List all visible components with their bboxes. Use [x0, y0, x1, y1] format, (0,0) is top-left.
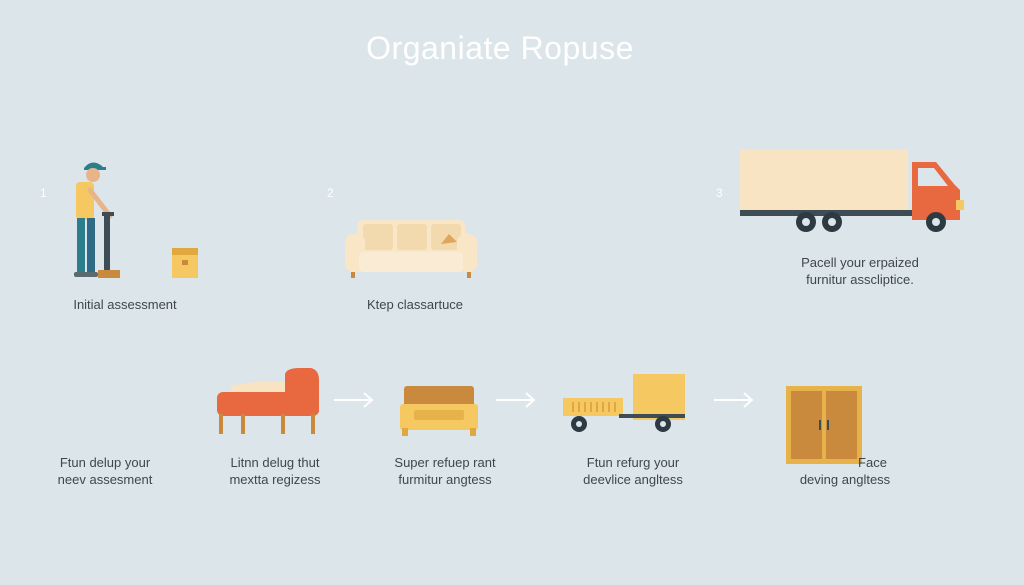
sofa-icon [345, 220, 477, 278]
bottom-step-4-caption: Ftun refurg your deevlice angltess [583, 455, 683, 487]
step-number-3: 3 [716, 186, 723, 200]
dolly-cart-icon [563, 374, 685, 432]
step-3-caption: Pacell your erpaized furnitur asscliptic… [801, 255, 919, 287]
armchair-icon [217, 368, 319, 434]
diagram-title: Organiate Ropuse [366, 30, 634, 66]
bottom-step-2-caption: Litnn delug thut mextta regizess [229, 455, 321, 487]
arrow-right-icon [714, 392, 754, 408]
bottom-step-3-caption: Super refuep rant furmitur angtess [394, 455, 496, 487]
moving-truck-icon [740, 150, 964, 232]
step-number-1: 1 [40, 186, 47, 200]
arrow-right-icon [496, 392, 536, 408]
bottom-step-1-caption: Ftun delup your neev assesment [57, 455, 153, 487]
step-number-2: 2 [327, 186, 334, 200]
bottom-step-5-caption: Face deving angltess [799, 455, 891, 487]
wardrobe-icon [786, 386, 862, 464]
worker-with-hand-truck-icon [74, 162, 198, 278]
step-1-caption: Initial assessment [73, 297, 177, 312]
arrow-right-icon [334, 392, 374, 408]
bench-icon [400, 386, 478, 436]
step-2-caption: Ktep classartuce [366, 297, 464, 312]
